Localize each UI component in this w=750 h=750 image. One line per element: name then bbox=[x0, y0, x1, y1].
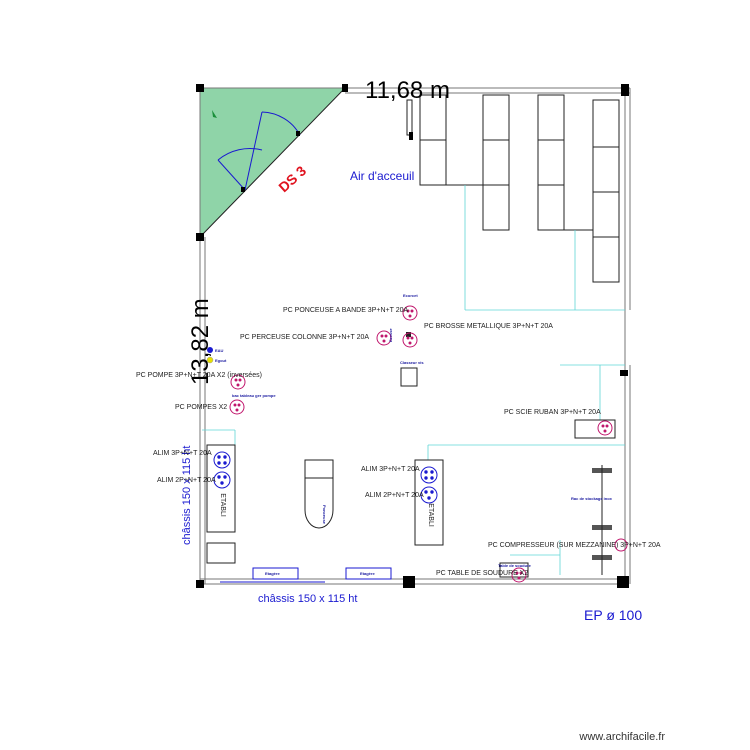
equipment-label: Ecorcet bbox=[403, 293, 418, 298]
pipe-label: EP ø 100 bbox=[584, 607, 642, 623]
svg-text:ETABLI: ETABLI bbox=[427, 503, 434, 527]
equipment-label: bac tableau ger pompe bbox=[232, 393, 276, 398]
frame-bottom-label: châssis 150 x 115 ht bbox=[258, 593, 357, 605]
frame-left-label: châssis 150 x 115 ht bbox=[181, 446, 193, 545]
outlet-label: PC TABLE DE SOUDURE X2 bbox=[436, 570, 528, 577]
door-leaf-2 bbox=[217, 159, 246, 191]
outlet-label: PC SCIE RUBAN 3P+N+T 20A bbox=[504, 409, 601, 416]
column-post bbox=[196, 84, 204, 92]
equipment-label: Brosse bbox=[388, 328, 393, 342]
brosse-box bbox=[406, 332, 411, 337]
outlet-label: PC BROSSE METALLIQUE 3P+N+T 20A bbox=[424, 323, 553, 330]
door-leaf-1 bbox=[244, 111, 263, 191]
equipment-label: Table de soudure bbox=[498, 563, 532, 568]
door-swing-arc-1 bbox=[217, 148, 263, 161]
etageres-bottom bbox=[220, 567, 392, 583]
zone-label: DS 3 bbox=[275, 162, 309, 195]
classeur-box bbox=[400, 367, 418, 387]
equipment-label: Egout bbox=[215, 358, 227, 363]
outlet-label: ALIM 2P+N+T 20A bbox=[365, 492, 424, 499]
width-dimension: 11,68 m bbox=[365, 77, 450, 104]
height-dimension: 13,82 m bbox=[187, 298, 214, 385]
equipment-label: Rac de stockage inox bbox=[571, 496, 613, 501]
drain-point-icon bbox=[206, 356, 214, 364]
outlet-label: PC POMPE 3P+N+T 20A X2 (inversées) bbox=[136, 372, 262, 379]
outlet-label: PC COMPRESSEUR (SUR MEZZANINE) 3P+N+T 20… bbox=[488, 542, 661, 549]
equipment-label: Etagère bbox=[265, 571, 280, 576]
etabli-left: ETABLI bbox=[206, 444, 236, 564]
ds3-zone bbox=[199, 87, 347, 239]
ponceuse-machine bbox=[304, 459, 334, 529]
alim-sockets bbox=[213, 451, 438, 504]
outlet-label: ALIM 2P+N+T 20A bbox=[157, 477, 216, 484]
room-label: Air d'acceuil bbox=[350, 169, 414, 183]
water-point-icon bbox=[207, 347, 213, 353]
equipment-label: Classeur vis bbox=[400, 360, 424, 365]
outlet-label: PC PERCEUSE COLONNE 3P+N+T 20A bbox=[240, 334, 369, 341]
equipment-label: Etagère bbox=[360, 571, 375, 576]
outlet-label: PC PONCEUSE A BANDE 3P+N+T 20A bbox=[283, 307, 408, 314]
top-storage-racks bbox=[406, 94, 620, 283]
outlet-label: ALIM 3P+N+T 20A bbox=[361, 466, 420, 473]
watermark: www.archifacile.fr bbox=[578, 731, 665, 743]
north-arrow-icon bbox=[212, 110, 217, 118]
sockets bbox=[229, 305, 628, 583]
svg-text:ETABLI: ETABLI bbox=[219, 493, 226, 517]
outlet-label: ALIM 3P+N+T 20A bbox=[153, 450, 212, 457]
outlet-label: PC POMPES X2 bbox=[175, 404, 227, 411]
equipment-label: Ponceuse bbox=[322, 505, 327, 525]
cable-routes bbox=[202, 185, 625, 575]
equipment-label: EAU bbox=[215, 348, 224, 353]
